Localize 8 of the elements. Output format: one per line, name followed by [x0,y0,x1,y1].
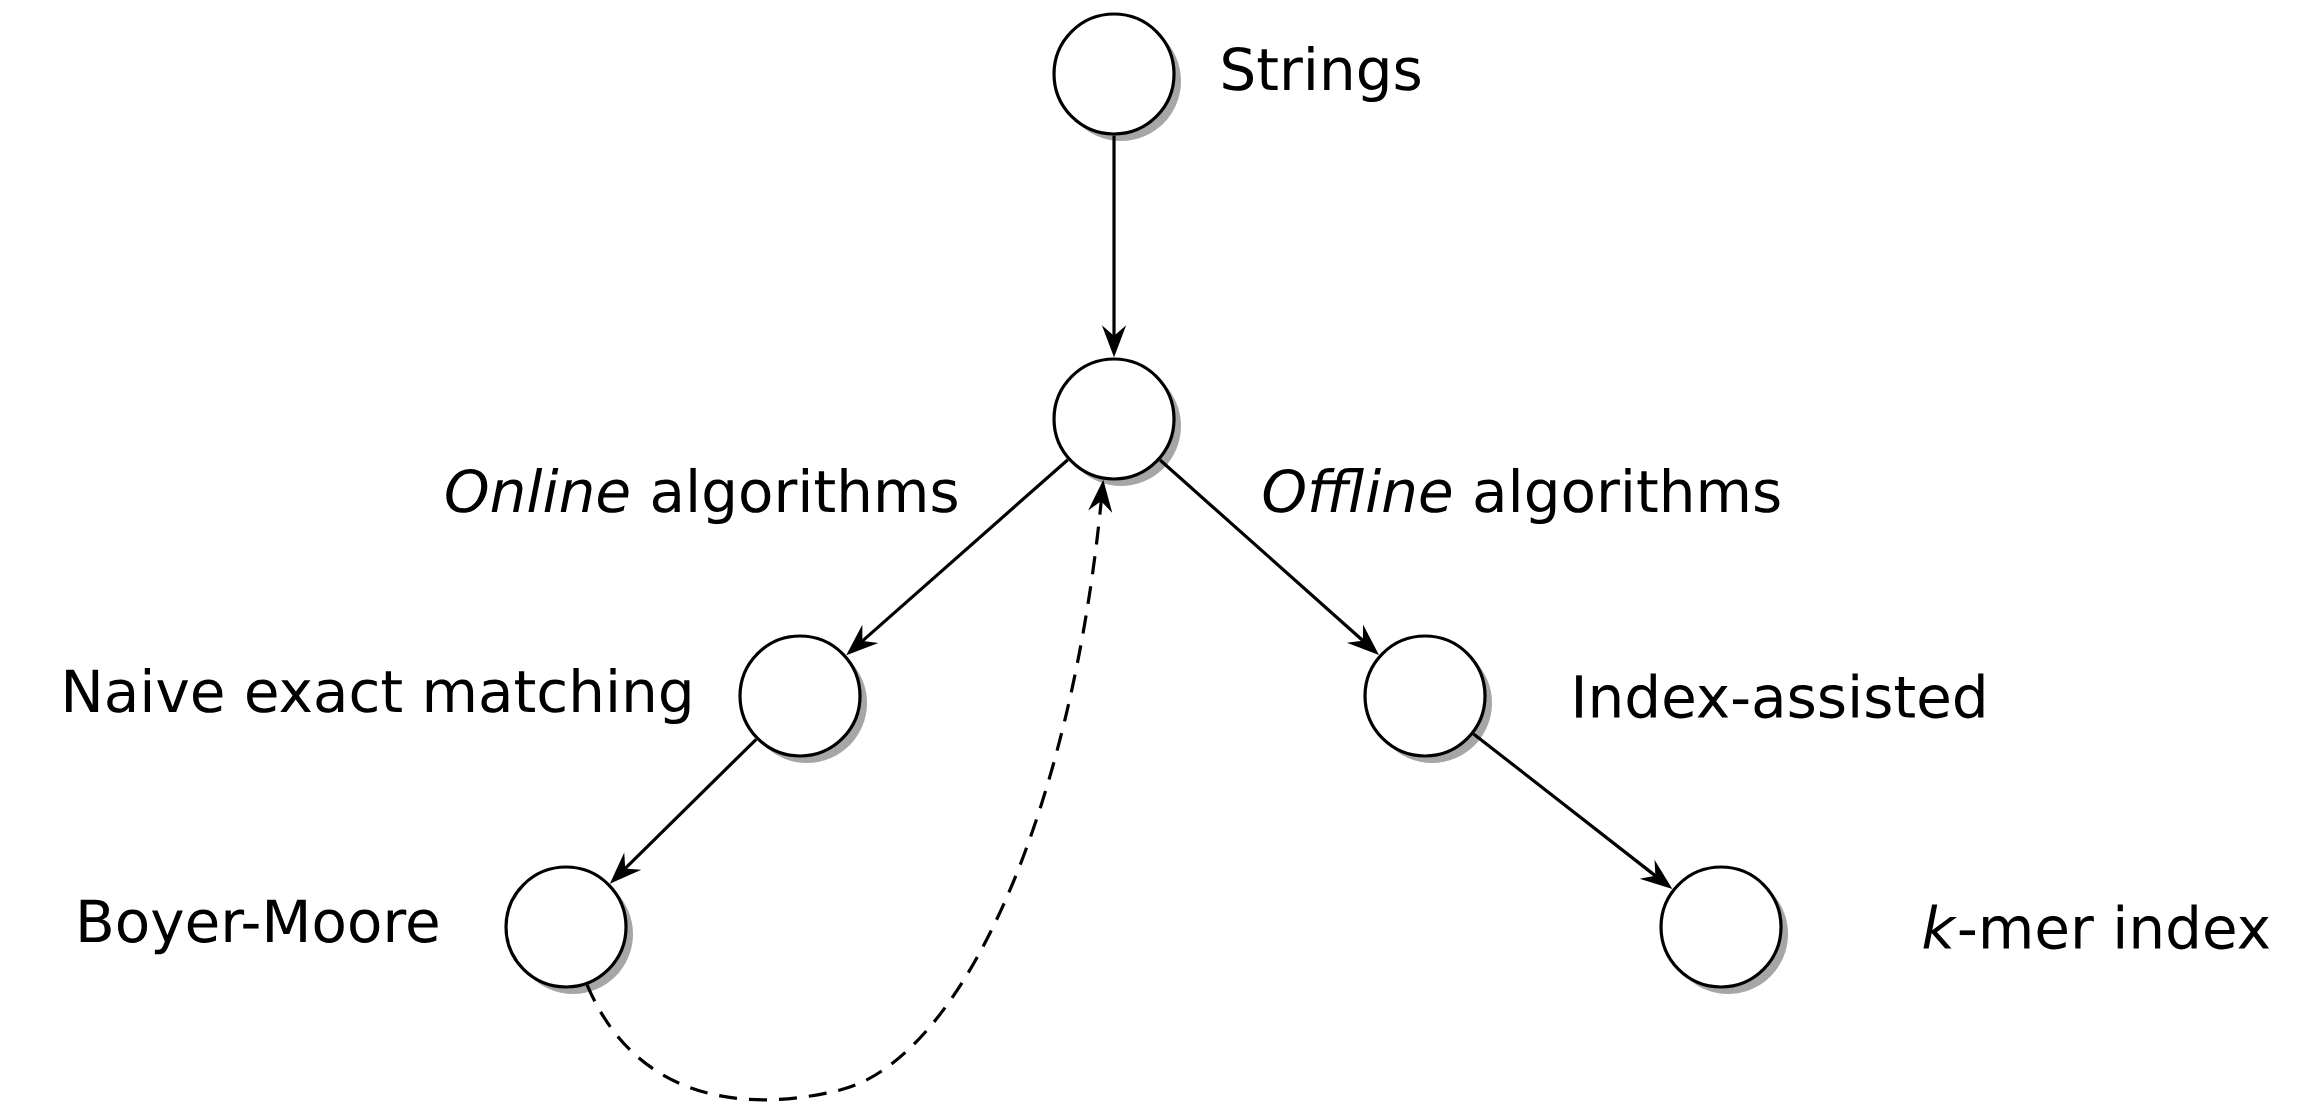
edge-label: Offline algorithms [1263,467,1780,525]
node-label: Strings [1223,45,1420,103]
node-label: k-mer index [1923,904,2270,950]
node-label: Boyer-Moore [80,899,438,955]
node-label: Naive exact matching [66,667,690,725]
edge-label: Online algorithms [446,467,957,525]
circle-node [1052,357,1181,486]
node-label: Index-assisted [1576,673,1984,719]
